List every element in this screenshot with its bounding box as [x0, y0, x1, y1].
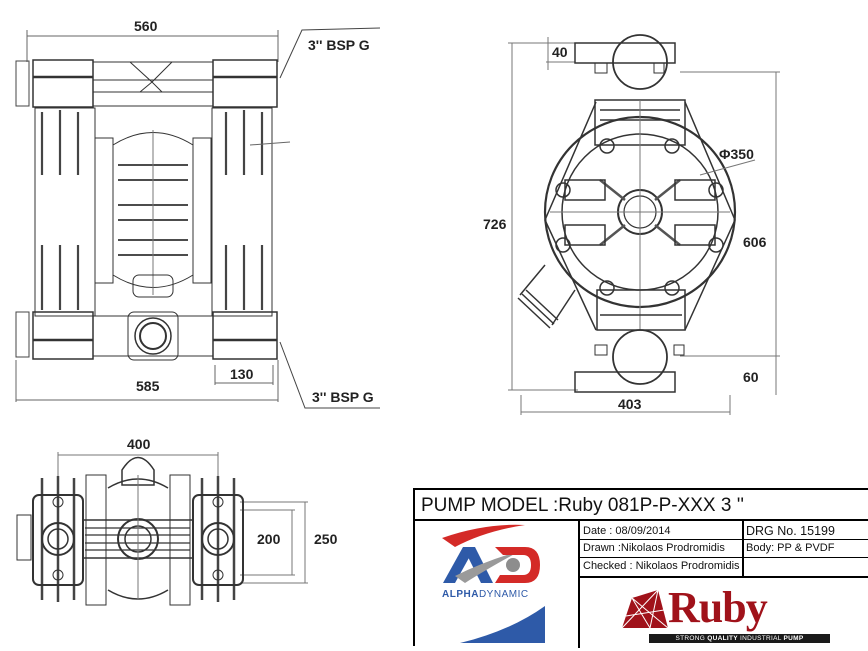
wordmark-light: DYNAMIC: [478, 589, 529, 600]
grid-divider: [580, 557, 868, 558]
alphadynamic-logo-icon: [442, 524, 545, 643]
dim-width: 403: [618, 396, 642, 412]
dim-center-distance: 400: [127, 436, 151, 452]
dim-diameter: Φ350: [719, 146, 754, 162]
drg-no-cell: DRG No. 15199: [746, 524, 835, 538]
dim-bottom-width: 585: [136, 378, 160, 394]
dim-top-port-label: 3'' BSP G: [308, 37, 370, 53]
top-view: [16, 452, 308, 606]
pump-model-title: PUMP MODEL :Ruby 081P-P-XXX 3 '': [415, 490, 868, 521]
title-block: PUMP MODEL :Ruby 081P-P-XXX 3 '' ALPHADY…: [413, 488, 868, 648]
body-material-cell: Body: PP & PVDF: [746, 542, 835, 554]
dim-bottom-flange: 60: [743, 369, 759, 385]
dim-port-height: 606: [743, 234, 767, 250]
tagline-part: QUALITY: [707, 635, 738, 642]
dim-bottom-port-label: 3'' BSP G: [312, 389, 374, 405]
grid-divider: [742, 521, 744, 576]
tagline-part: PUMP: [783, 635, 804, 642]
tagline-part: INDUSTRIAL: [737, 635, 784, 642]
dim-top-flange: 40: [552, 44, 568, 60]
dim-top-width: 560: [134, 18, 158, 34]
grid-divider: [580, 539, 868, 540]
drawn-cell: Drawn :Nikolaos Prodromidis: [583, 542, 725, 554]
ruby-gem-icon: [621, 589, 669, 629]
ruby-wordmark: Ruby: [668, 583, 768, 632]
date-cell: Date : 08/09/2014: [583, 525, 671, 537]
side-view: [508, 34, 780, 415]
title-block-info-grid: Date : 08/09/2014 Drawn :Nikolaos Prodro…: [580, 521, 868, 576]
dim-outer-depth: 250: [314, 531, 338, 547]
ruby-tagline: STRONG QUALITY INDUSTRIAL PUMP: [649, 634, 830, 643]
alphadynamic-logo: ALPHADYNAMIC: [415, 521, 580, 648]
wordmark-bold: ALPHA: [442, 589, 479, 600]
alphadynamic-wordmark: ALPHADYNAMIC: [442, 589, 529, 600]
checked-cell: Checked : Nikolaos Prodromidis: [583, 560, 740, 572]
ruby-logo: Ruby STRONG QUALITY INDUSTRIAL PUMP: [580, 576, 868, 648]
tagline-part: STRONG: [675, 635, 708, 642]
front-view: [15, 27, 381, 409]
dim-inner-depth: 200: [257, 531, 281, 547]
dim-overall-height: 726: [483, 216, 507, 232]
dim-port-offset: 130: [230, 366, 254, 382]
